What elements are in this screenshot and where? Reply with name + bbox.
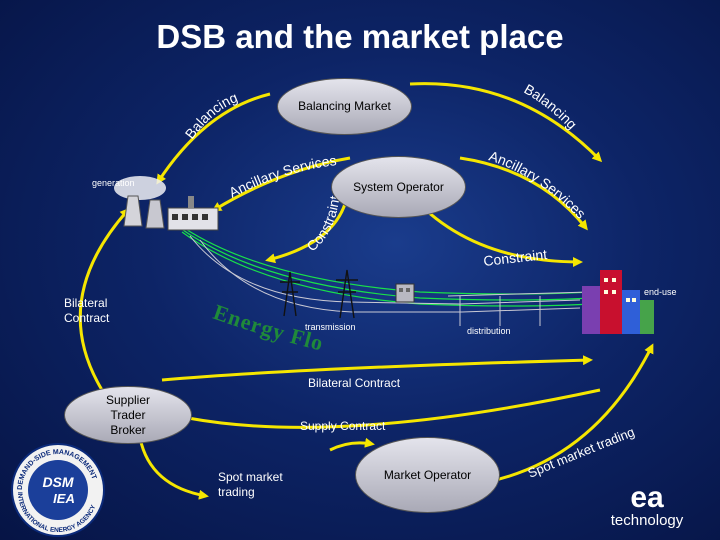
transmission-label: transmission (305, 322, 356, 332)
spot-trading-curved-label: Spot market trading (526, 424, 637, 481)
power-station-icon (114, 176, 219, 231)
arrow-balancing-left (156, 92, 271, 185)
arrow-market-operator (329, 437, 375, 452)
balancing-market-node: Balancing Market (277, 78, 412, 135)
system-operator-label: System Operator (353, 179, 444, 194)
balancing-market-label: Balancing Market (298, 99, 391, 113)
substation-icon (395, 283, 415, 303)
arrow-ancillary-right (459, 156, 588, 231)
pylon-icons (280, 269, 358, 319)
generation-label: generation (92, 178, 135, 188)
arrow-ancillary-left (211, 156, 351, 212)
dsm-iea-seal: DEMAND-SIDE MANAGEMENT INTERNATIONAL ENE… (11, 443, 105, 537)
system-operator-node: System Operator (331, 156, 466, 218)
arrow-supply-contract (187, 388, 601, 429)
arrow-bilateral-contract (161, 355, 593, 382)
constraint-left-label: Constraint (303, 195, 342, 255)
ea-technology-logo: ea technology (598, 481, 696, 530)
market-operator-label: Market Operator (383, 467, 472, 482)
ancillary-left-label: Ancillary Services (226, 152, 337, 201)
ea-mark: ea (630, 481, 664, 514)
city-buildings-icon (582, 270, 654, 334)
arrow-balancing-right (409, 82, 603, 163)
seal-dsm: DSM (42, 474, 73, 490)
power-lines (189, 235, 591, 326)
bilateral-contract-center-label: Bilateral Contract (308, 376, 401, 390)
supply-contract-label: Supply Contract (300, 419, 386, 433)
pylon-icon (336, 269, 358, 319)
arrow-supplier-up (78, 207, 130, 391)
distribution-label: distribution (467, 326, 511, 336)
constraint-right-label: Constraint (483, 246, 548, 269)
market-operator-node: Market Operator (355, 437, 500, 513)
ancillary-right-label: Ancillary Services (487, 148, 589, 222)
ea-wordmark: technology (610, 512, 684, 529)
arrow-supplier-market (138, 437, 209, 500)
seal-iea: IEA (53, 491, 75, 506)
end-use-label: end-use (644, 287, 677, 297)
balancing-left-label: Balancing (182, 89, 240, 142)
pylon-icon (280, 271, 300, 317)
slide-title: DSB and the market place (156, 18, 564, 55)
